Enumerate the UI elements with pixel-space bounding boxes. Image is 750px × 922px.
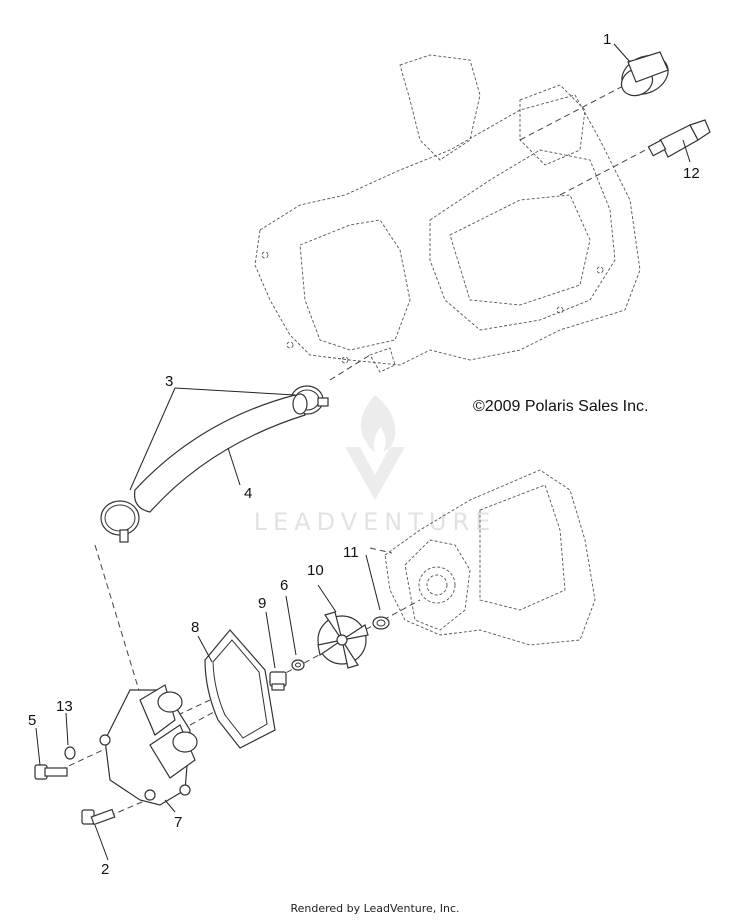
water-pump-cover-part[interactable] bbox=[99, 684, 198, 806]
callout-2: 2 bbox=[101, 861, 109, 878]
coolant-hose-part[interactable] bbox=[133, 393, 308, 513]
washer-part-13[interactable] bbox=[64, 746, 76, 760]
cylinder-head-illustration bbox=[254, 54, 641, 373]
callout-11: 11 bbox=[343, 544, 359, 561]
copyright-text: ©2009 Polaris Sales Inc. bbox=[473, 398, 648, 415]
seal-part[interactable] bbox=[372, 616, 390, 630]
footer-credit: Rendered by LeadVenture, Inc. bbox=[290, 902, 460, 915]
watermark-flame-icon bbox=[360, 395, 396, 452]
watermark-v-icon bbox=[345, 447, 405, 500]
callouts: 1 12 3 4 11 10 6 9 8 13 5 7 2 bbox=[28, 31, 700, 878]
callout-4: 4 bbox=[244, 485, 252, 502]
temperature-sensor-part[interactable] bbox=[647, 119, 711, 158]
callout-9: 9 bbox=[258, 595, 266, 612]
watermark: LEADVENTURE bbox=[254, 395, 497, 536]
callout-7: 7 bbox=[174, 814, 182, 831]
impeller-part[interactable] bbox=[317, 611, 369, 669]
hose-clamp-lower[interactable] bbox=[100, 500, 140, 543]
callout-10: 10 bbox=[307, 562, 324, 579]
watermark-text: LEADVENTURE bbox=[254, 508, 497, 536]
drain-plug-part[interactable] bbox=[269, 671, 287, 691]
bolt-part-5[interactable] bbox=[34, 764, 68, 780]
callout-3: 3 bbox=[165, 373, 173, 390]
callout-1: 1 bbox=[603, 31, 611, 48]
callout-5: 5 bbox=[28, 712, 36, 729]
bolt-part-2[interactable] bbox=[81, 808, 116, 826]
callout-6: 6 bbox=[280, 577, 288, 594]
thermostat-part[interactable] bbox=[616, 49, 675, 102]
callout-8: 8 bbox=[191, 619, 199, 636]
crankcase-illustration bbox=[384, 469, 596, 646]
washer-part-6[interactable] bbox=[291, 659, 305, 671]
leader-lines bbox=[35, 43, 691, 861]
callout-12: 12 bbox=[683, 165, 700, 182]
gasket-part[interactable] bbox=[204, 629, 276, 749]
callout-13: 13 bbox=[56, 698, 73, 715]
